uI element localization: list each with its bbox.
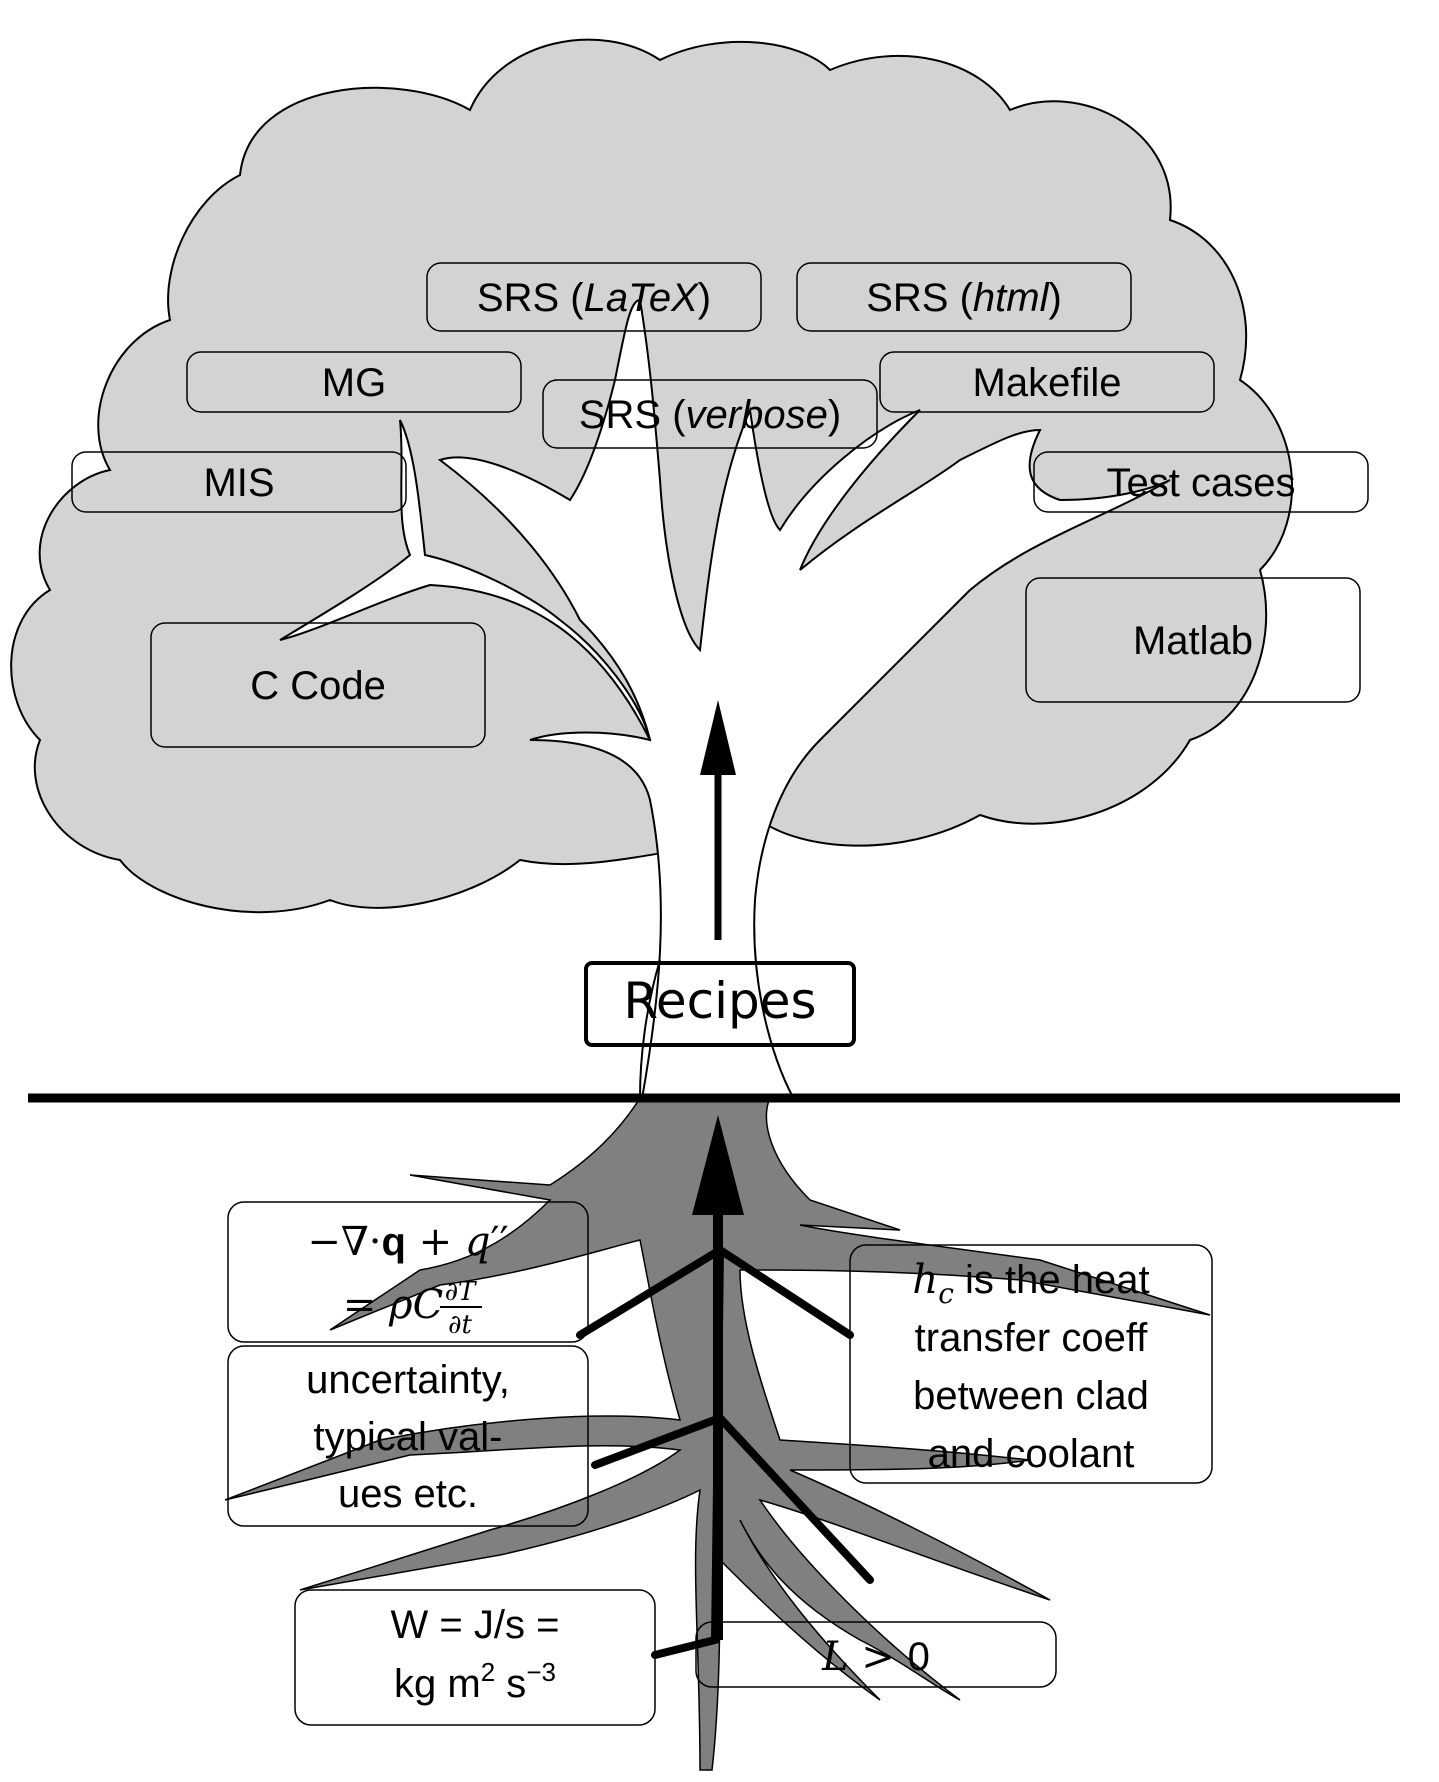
recipes-box: Recipes: [584, 961, 856, 1047]
units-line-1: W = J/s =: [391, 1603, 560, 1647]
mg-label: MG: [322, 361, 386, 405]
heat-transfer-line-1: hc is the heat: [912, 1257, 1149, 1310]
uncertainty-line-3: ues etc.: [338, 1472, 478, 1516]
srs-html-label: SRS (html): [866, 276, 1062, 320]
equation-fraction-denominator: ∂t: [448, 1310, 472, 1340]
root-arrow: [692, 1115, 744, 1640]
length-box: L > 0: [695, 1621, 1057, 1688]
uncertainty-line-1: uncertainty,: [306, 1358, 510, 1402]
mg-box: [186, 351, 522, 413]
srs-html-box: [796, 262, 1132, 332]
equation-line-1: −∇·q + q′′: [307, 1219, 508, 1265]
heat-transfer-line-2: transfer coeff: [915, 1316, 1149, 1360]
tree-trunk: [279, 298, 1171, 1098]
upward-arrow: [700, 700, 736, 940]
uncertainty-box: uncertainty, typical val- ues etc.: [227, 1345, 589, 1527]
mis-label: MIS: [203, 461, 274, 505]
units-box: W = J/s = kg m2 s−3: [294, 1589, 656, 1726]
trunk-outline: [639, 959, 661, 1099]
c-code-label: C Code: [250, 664, 386, 708]
c-code-box: [150, 622, 486, 748]
srs-latex-box: [426, 262, 762, 332]
matlab-label: Matlab: [1133, 619, 1253, 663]
heat-transfer-line-4: and coolant: [928, 1432, 1135, 1476]
makefile-box: [879, 351, 1215, 413]
length-constraint: L > 0: [821, 1634, 930, 1680]
test-cases-label: Test cases: [1107, 461, 1296, 505]
equation-box: −∇·q + q′′ = ρC ∂T ∂t: [227, 1201, 589, 1343]
equation-fraction-numerator: ∂T: [445, 1277, 477, 1307]
makefile-label: Makefile: [973, 361, 1122, 405]
units-line-2: kg m2 s−3: [394, 1657, 556, 1706]
heat-transfer-box: hc is the heat transfer coeff between cl…: [849, 1244, 1213, 1484]
heat-transfer-line-3: between clad: [913, 1374, 1149, 1418]
uncertainty-line-2: typical val-: [314, 1415, 503, 1459]
test-cases-box: [1033, 451, 1369, 513]
recipes-label: Recipes: [623, 972, 816, 1030]
srs-verbose-box: [542, 379, 878, 449]
srs-verbose-label: SRS (verbose): [579, 393, 841, 437]
equation-line-2: = ρC: [343, 1282, 443, 1328]
crown-boxes: SRS (LaTeX) SRS (html) MG SRS (verbose) Make…: [71, 262, 1369, 748]
mis-box: [71, 451, 407, 513]
matlab-box: [1025, 577, 1361, 703]
srs-latex-label: SRS (LaTeX): [477, 276, 711, 320]
